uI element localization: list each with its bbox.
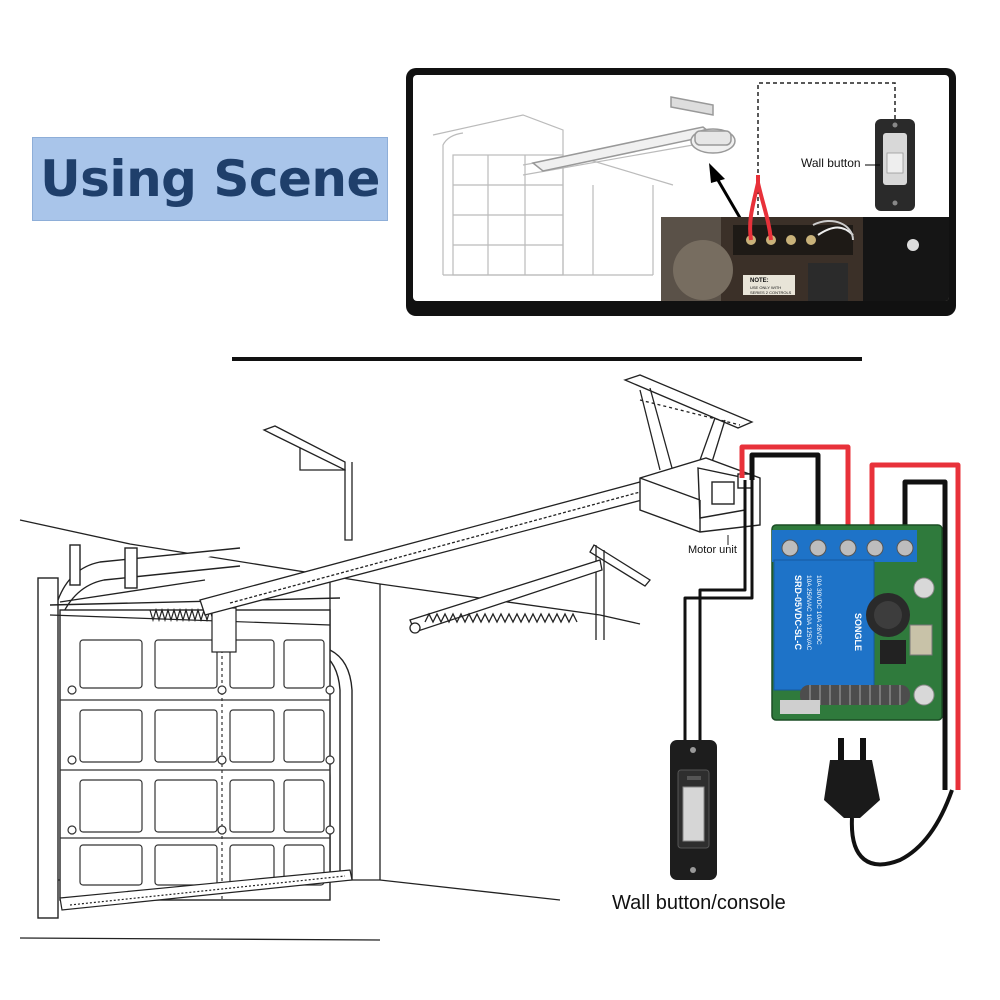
inset-panel: Wall button NOTE: USE ONLY WITH SERIES 2… <box>406 68 956 316</box>
motor-ceiling-bracket <box>623 374 754 471</box>
relay-wires <box>739 444 961 790</box>
power-plug <box>824 738 954 867</box>
inset-illustration <box>432 82 949 301</box>
inset-wall-button-device <box>875 119 915 211</box>
relay-rating-1: 10A 250VAC 10A 125VAC <box>805 575 812 651</box>
inset-opener <box>531 96 736 172</box>
opener-rail <box>59 481 643 634</box>
torsion-spring <box>49 607 331 653</box>
wall-button-label: Wall button <box>801 156 861 170</box>
garage-structure <box>19 425 651 941</box>
note-text: USE ONLY WITH SERIES 2 CONTROLS <box>750 285 792 295</box>
garage-door-panels <box>60 620 335 900</box>
inset-terminal-photo <box>661 217 949 301</box>
wall-console-device <box>670 740 717 880</box>
relay-board: SRD-05VDC-SL-C 10A 250VAC 10A 125VAC 10A… <box>771 524 943 721</box>
page-title: Using Scene <box>40 150 380 208</box>
divider <box>232 357 862 361</box>
wall-button-console-label: Wall button/console <box>612 892 786 914</box>
relay-rating-2: 10A 30VDC 10A 28VDC <box>815 575 822 645</box>
wall-console-wires <box>683 480 754 740</box>
motor-unit-label: Motor unit <box>688 544 737 556</box>
relay-model-text: SRD-05VDC-SL-C <box>793 575 803 651</box>
title-box: Using Scene <box>32 137 388 221</box>
door-bottom-rail <box>59 869 353 911</box>
garage-door-frame <box>37 544 353 919</box>
inset-red-wires <box>748 182 773 241</box>
relay-brand: SONGLE <box>853 613 863 651</box>
motor-unit <box>639 457 761 533</box>
inset-arrow <box>709 163 745 224</box>
inset-content: Wall button NOTE: USE ONLY WITH SERIES 2… <box>413 75 949 301</box>
inset-dashed-wire <box>757 82 896 215</box>
note-label: NOTE: <box>750 278 769 284</box>
